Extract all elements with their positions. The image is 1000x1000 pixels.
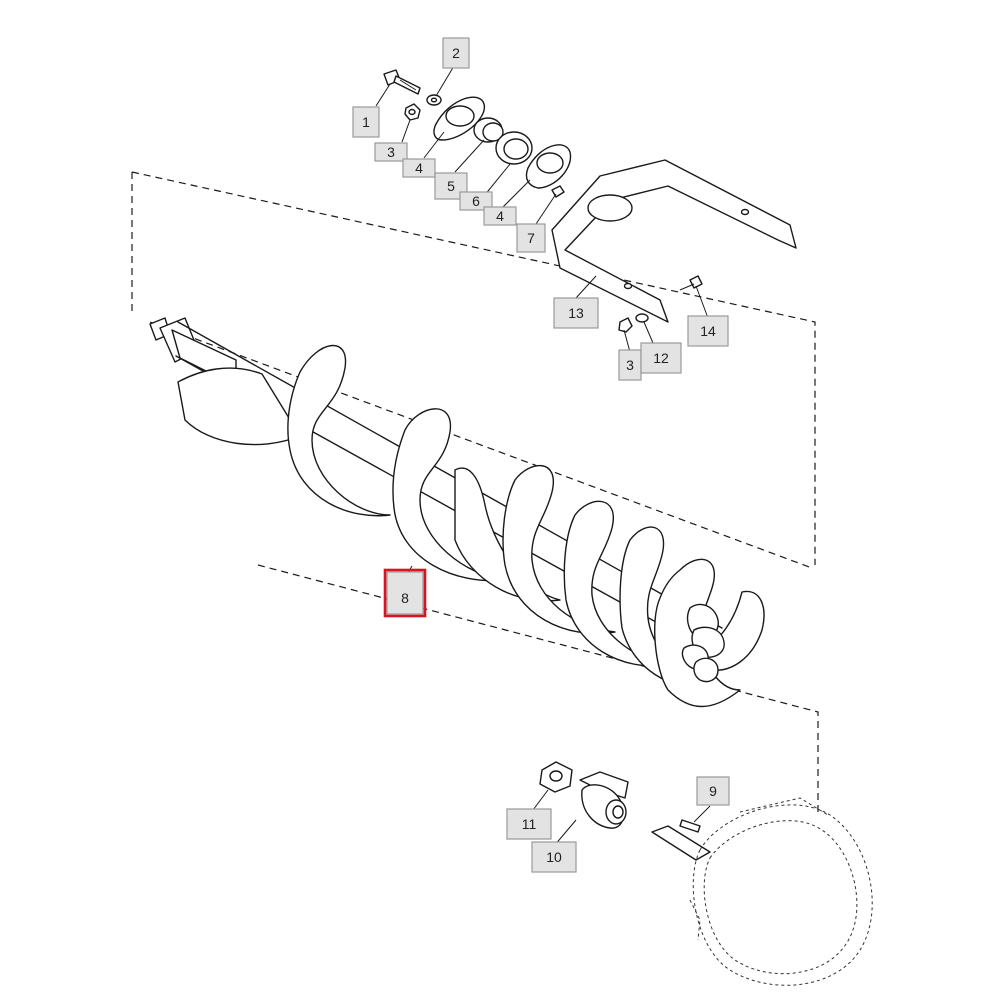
callout-label: 6 [472,193,480,209]
callout-8-highlight [383,568,427,618]
mount-bracket [551,159,797,333]
callout-label: 4 [496,208,504,224]
callout-label: 12 [653,350,669,366]
callout-label: 11 [522,816,537,832]
callout-label: 2 [452,45,460,61]
top-hardware [383,69,572,198]
callout-label: 13 [568,305,584,321]
callout-label: 3 [626,357,634,373]
callout-10[interactable]: 10 [531,841,577,873]
gearbox-outline [689,797,873,986]
callout-11[interactable]: 11 [506,808,552,840]
assembly-dash-lines [131,171,819,812]
callout-14[interactable]: 14 [687,315,729,347]
callout-13[interactable]: 13 [553,297,599,329]
callout-3[interactable]: 3 [374,142,408,162]
callout-12[interactable]: 12 [640,342,682,374]
callout-1[interactable]: 1 [352,106,380,138]
callout-7[interactable]: 7 [516,223,546,253]
callout-label: 1 [362,114,370,130]
callout-4b[interactable]: 4 [483,206,517,226]
callout-2[interactable]: 2 [442,37,470,69]
callout-9[interactable]: 9 [696,776,730,806]
callout-label: 14 [700,323,716,339]
callout-3b[interactable]: 3 [618,349,642,381]
callout-label: 7 [527,230,535,246]
drive-parts [539,761,873,986]
callout-6[interactable]: 6 [459,191,493,211]
callout-label: 9 [709,783,717,799]
callout-8[interactable]: 8 [383,568,427,618]
callout-label: 4 [415,160,423,176]
callout-label: 5 [447,178,455,194]
callout-label: 10 [546,849,562,865]
callout-label: 3 [387,144,395,160]
callout-4[interactable]: 4 [402,158,436,178]
callout-label: 8 [401,590,409,606]
auger-assembly [149,317,765,708]
